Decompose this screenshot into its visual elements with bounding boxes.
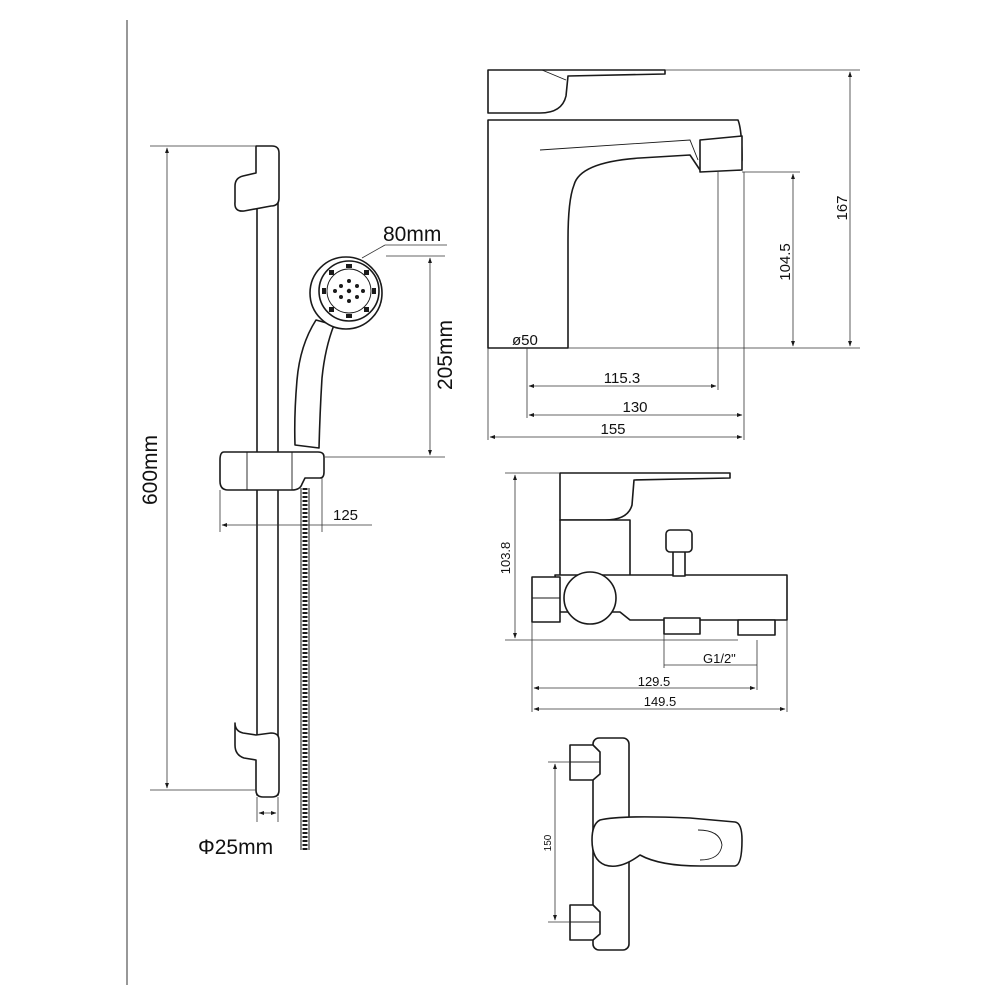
dim-600-label: 600mm	[139, 435, 162, 505]
bath-mixer: G1/2" 103.8 129.5 149.5	[498, 472, 788, 712]
bath-thread-outlet	[663, 617, 701, 635]
basin-mixer: ø50 167 104.5 115.3 130 155	[487, 69, 860, 440]
dim-104-label: 104.5	[777, 243, 794, 281]
hand-shower-handle	[293, 319, 335, 449]
basin-spout-curve	[539, 139, 699, 161]
shower-mixer-lever	[591, 816, 743, 868]
bath-cartridge	[559, 519, 631, 581]
dim-25-label: Φ25mm	[198, 836, 273, 859]
bath-diverter-housing	[563, 571, 617, 625]
dim-149-label: 149.5	[644, 694, 677, 709]
diverter-knob	[665, 529, 693, 553]
basin-lever	[487, 69, 666, 114]
dim-167-label: 167	[834, 195, 851, 220]
dim-130-label: 130	[622, 399, 647, 416]
dim-103-label: 103.8	[498, 542, 513, 575]
shower-mixer-bottom-inlet	[569, 904, 601, 941]
basin-aerator	[699, 135, 743, 173]
slider-holder	[219, 451, 325, 491]
diverter-stem	[672, 549, 686, 577]
hand-shower-ring	[326, 268, 372, 314]
dim-129-label: 129.5	[638, 674, 671, 689]
shower-mixer: 150	[543, 737, 743, 951]
dim-205-label: 205mm	[434, 320, 457, 390]
spray-nozzles	[322, 264, 376, 318]
base-diameter-label: ø50	[512, 332, 538, 349]
dim-125-label: 125	[333, 507, 358, 524]
dim-80-label: 80mm	[383, 223, 441, 246]
shower-mixer-top-inlet	[569, 744, 601, 781]
shower-rail-set: 600mm 80mm 205mm 125 Φ25mm	[126, 20, 457, 985]
basin-lever-line	[541, 69, 567, 81]
thread-label: G1/2"	[703, 651, 736, 666]
bath-lever	[559, 472, 731, 521]
dim-150-label: 150	[543, 834, 554, 851]
lever-inner	[697, 829, 723, 861]
rail-top-bracket	[234, 145, 280, 212]
dim-155-label: 155	[600, 421, 625, 438]
dim-80-leader	[361, 244, 386, 259]
bath-connector	[531, 576, 561, 623]
dim-115-label: 115.3	[604, 370, 640, 387]
bath-spout-outlet	[737, 619, 776, 636]
hose-outline	[300, 488, 310, 850]
rail-bottom-bracket	[234, 722, 280, 798]
